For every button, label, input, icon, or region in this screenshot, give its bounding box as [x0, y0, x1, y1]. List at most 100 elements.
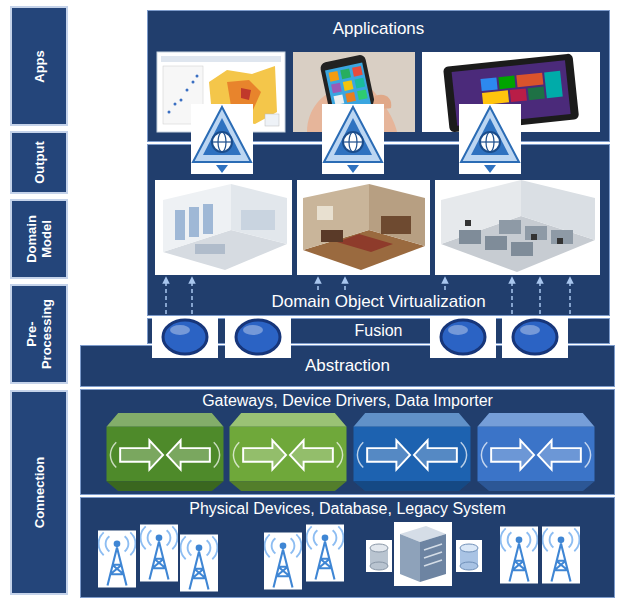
server-symbol [424, 560, 442, 566]
antenna-symbol [264, 533, 302, 590]
database-symbol [366, 540, 392, 572]
server-room-picture [241, 210, 275, 230]
phone-photo [345, 92, 356, 103]
layer-name: Domain Model [24, 204, 54, 274]
server-room-picture [155, 180, 292, 275]
virtualization-arrow [444, 280, 446, 290]
office-picture [485, 236, 507, 250]
layer-label: Domain Model [10, 199, 68, 279]
virtualization-arrow [165, 280, 167, 314]
phone-photo [329, 71, 340, 82]
fusion-icon [502, 316, 568, 358]
phone-photo [331, 83, 342, 94]
output-icon [459, 104, 521, 174]
antenna-symbol [306, 525, 344, 582]
layer-title: Gateways, Device Drivers, Data Importer [202, 392, 493, 410]
antenna-symbol [180, 535, 218, 592]
layer-label: Output [10, 131, 68, 194]
phone-photo [343, 80, 354, 91]
database-symbol [456, 540, 482, 572]
virtualization-arrow [344, 280, 346, 290]
living-room-picture [337, 234, 393, 252]
office-picture [465, 220, 471, 226]
tablet-photo [516, 73, 543, 88]
database-symbol [460, 544, 478, 552]
tablet-photo [482, 90, 509, 105]
layer-title: Domain Object Virtualization [271, 292, 485, 312]
living-room-picture [317, 206, 333, 220]
layer-name: Output [32, 136, 47, 189]
database-symbol [456, 540, 482, 572]
layer-label: Pre-Processing [10, 284, 68, 384]
office-picture [525, 226, 547, 240]
layer-title: Fusion [354, 322, 402, 340]
server-room-picture [175, 210, 185, 240]
gateway-symbol [107, 413, 224, 491]
layer-title: Physical Devices, Database, Legacy Syste… [189, 500, 506, 518]
gateway-symbol [354, 413, 471, 491]
output-icon [191, 104, 253, 174]
layer-name: Pre-Processing [24, 295, 54, 373]
fusion-icon [430, 316, 496, 358]
virtualization-arrow [166, 280, 570, 314]
office-picture [435, 180, 600, 275]
virtualization-arrow [539, 280, 541, 314]
antenna-symbol [542, 527, 580, 584]
tablet-photo [528, 87, 545, 101]
chart-screenshot [174, 103, 177, 106]
chart-screenshot [186, 89, 189, 92]
tablet-photo [544, 71, 563, 99]
virtualization-arrow [511, 280, 513, 314]
server-symbol [394, 522, 452, 586]
server-symbol [424, 552, 442, 558]
chart-screenshot [241, 88, 251, 100]
server-room-picture [189, 207, 199, 237]
office-picture [551, 230, 573, 244]
server-room-picture [155, 180, 292, 275]
antenna-symbol [500, 527, 538, 584]
output-icon [322, 104, 384, 174]
tablet-photo [510, 88, 527, 102]
living-room-picture [297, 180, 430, 275]
server-symbol [420, 534, 446, 582]
fusion-icon [152, 316, 218, 358]
gateway-symbol [478, 413, 595, 491]
antenna-symbol [98, 531, 136, 588]
living-room-picture [321, 230, 343, 242]
office-picture [441, 180, 521, 244]
tablet-photo [498, 76, 515, 90]
office-picture [435, 180, 600, 275]
tablet-photo [480, 77, 497, 91]
database-symbol [460, 562, 478, 570]
office-picture [531, 234, 537, 240]
virtualization-arrow [569, 280, 571, 314]
database-symbol [370, 562, 388, 570]
layer-name: Connection [32, 454, 47, 532]
chart-screenshot [192, 81, 195, 84]
living-room-picture [297, 180, 430, 275]
layer-label: Apps [10, 6, 68, 126]
phone-photo [340, 68, 351, 79]
office-picture [557, 238, 563, 244]
chart-screenshot [180, 99, 183, 102]
chart-screenshot [265, 114, 279, 126]
server-symbol [424, 544, 442, 550]
antenna-symbol [140, 525, 178, 582]
server-symbol [400, 534, 420, 582]
phone-photo [334, 94, 345, 105]
office-picture [511, 242, 533, 256]
server-room-picture [195, 244, 225, 254]
office-picture [499, 220, 521, 234]
phone-photo [355, 78, 366, 89]
server-room-picture [163, 184, 231, 252]
phone-photo [357, 89, 368, 100]
chart-screenshot [196, 75, 199, 78]
virtualization-arrow [317, 280, 319, 290]
server-symbol [394, 522, 452, 586]
layer-label: Connection [10, 390, 68, 595]
living-room-picture [369, 184, 425, 246]
layer-title: Abstraction [305, 356, 390, 376]
server-room-picture [231, 184, 287, 244]
server-room-picture [203, 204, 213, 234]
